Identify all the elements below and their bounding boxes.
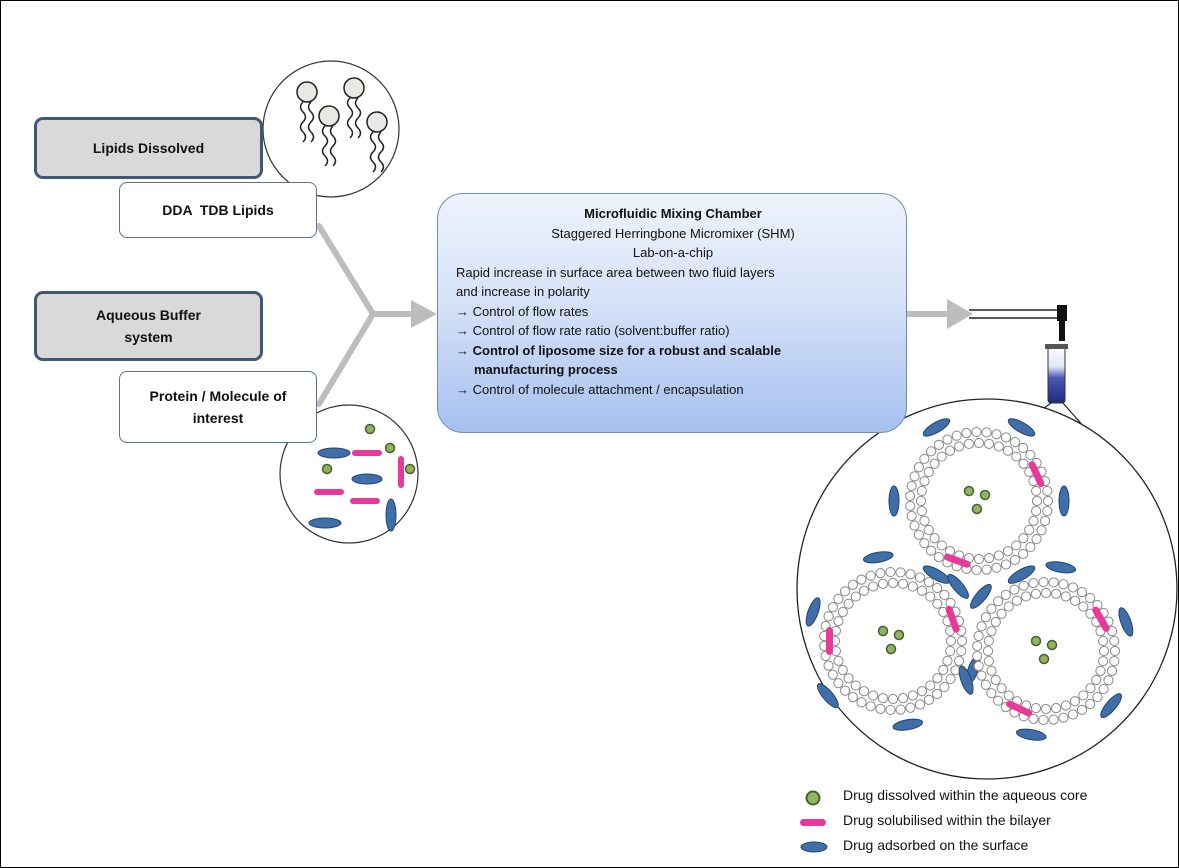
chamber-description-line-2: and increase in polarity (456, 284, 590, 299)
surface-drug (922, 418, 951, 437)
arrow-into-chamber (411, 300, 437, 328)
surface-drug (1058, 485, 1070, 517)
core-drug (979, 489, 991, 501)
chamber-bullet-3a: → Control of liposome size for a robust … (456, 342, 782, 358)
chamber-bullet-4: → Control of molecule attachment / encap… (456, 381, 744, 397)
protein-detail-label: Protein / Molecule of interest (149, 388, 287, 426)
bilayer-drug (1028, 461, 1045, 488)
lipids-dissolved-label: Lipids Dissolved (92, 140, 205, 156)
protein-detail-box: Protein / Molecule of interest (119, 371, 317, 443)
chamber-bullet-2: → Control of flow rate ratio (solvent:bu… (456, 323, 730, 338)
legend-core-drug-icon (805, 790, 821, 806)
legend-bilayer-drug-icon (800, 819, 826, 826)
lipids-dissolved-box: Lipids Dissolved (34, 117, 263, 179)
core-drug (1046, 639, 1058, 651)
chamber-subtitle-2: Lab-on-a-chip (632, 245, 714, 260)
chamber-subtitle: Staggered Herringbone Micromixer (SHM) (551, 225, 795, 241)
core-drug (1030, 635, 1042, 647)
lipids-detail-label: DDA TDB Lipids (162, 202, 274, 218)
surface-drug (970, 583, 992, 609)
bilayer-drug (1006, 700, 1033, 717)
legend-core-text: Drug dissolved within the aqueous core (843, 787, 1088, 803)
surface-drug (817, 683, 839, 709)
liposome-1 (888, 418, 1070, 584)
liposome-3 (958, 561, 1134, 741)
surface-drug (805, 597, 821, 627)
surface-drug (1007, 565, 1036, 584)
bilayer-drug (943, 553, 971, 568)
arrow-out-head (947, 299, 973, 329)
core-drug (877, 625, 889, 637)
surface-drug (888, 485, 900, 517)
legend-surface-drug-icon (800, 841, 828, 853)
bilayer-drug (1092, 606, 1110, 632)
bilayer-drug (826, 627, 833, 655)
legend-symbols (800, 790, 828, 853)
lipid-molecules-illustration (262, 60, 400, 198)
surface-drug (947, 573, 969, 599)
core-drug (1038, 653, 1050, 665)
liposome-2 (805, 551, 981, 731)
core-drug (963, 485, 975, 497)
lipids-detail-box: DDA TDB Lipids (119, 182, 317, 238)
mixing-chamber-box: Microfluidic Mixing Chamber Staggered He… (437, 193, 907, 433)
core-drug (893, 629, 905, 641)
legend-surface-text: Drug adsorbed on the surface (843, 837, 1029, 853)
aqueous-buffer-box: Aqueous Buffer system (34, 291, 263, 361)
bilayer-drug (945, 605, 960, 633)
chamber-bullet-1: → Control of flow rates (456, 303, 589, 319)
connector-lines (316, 223, 416, 407)
core-drug (885, 643, 897, 655)
surface-drug (1118, 607, 1134, 637)
surface-drug (1045, 561, 1077, 574)
aqueous-buffer-label: Aqueous Buffer system (96, 307, 201, 345)
surface-drug (892, 718, 924, 731)
legend-bilayer-text: Drug solubilised within the bilayer (843, 812, 1051, 828)
chamber-bullet-3b: manufacturing process (474, 362, 618, 377)
surface-drug (1015, 728, 1047, 741)
surface-drug (1007, 418, 1036, 437)
surface-drug (862, 551, 894, 564)
liposome-group (805, 418, 1134, 741)
surface-drug (958, 665, 974, 695)
chamber-description-line-1: Rapid increase in surface area between t… (456, 264, 775, 280)
surface-drug (1100, 693, 1122, 719)
core-drug (971, 503, 983, 515)
chamber-title: Microfluidic Mixing Chamber (584, 206, 762, 221)
